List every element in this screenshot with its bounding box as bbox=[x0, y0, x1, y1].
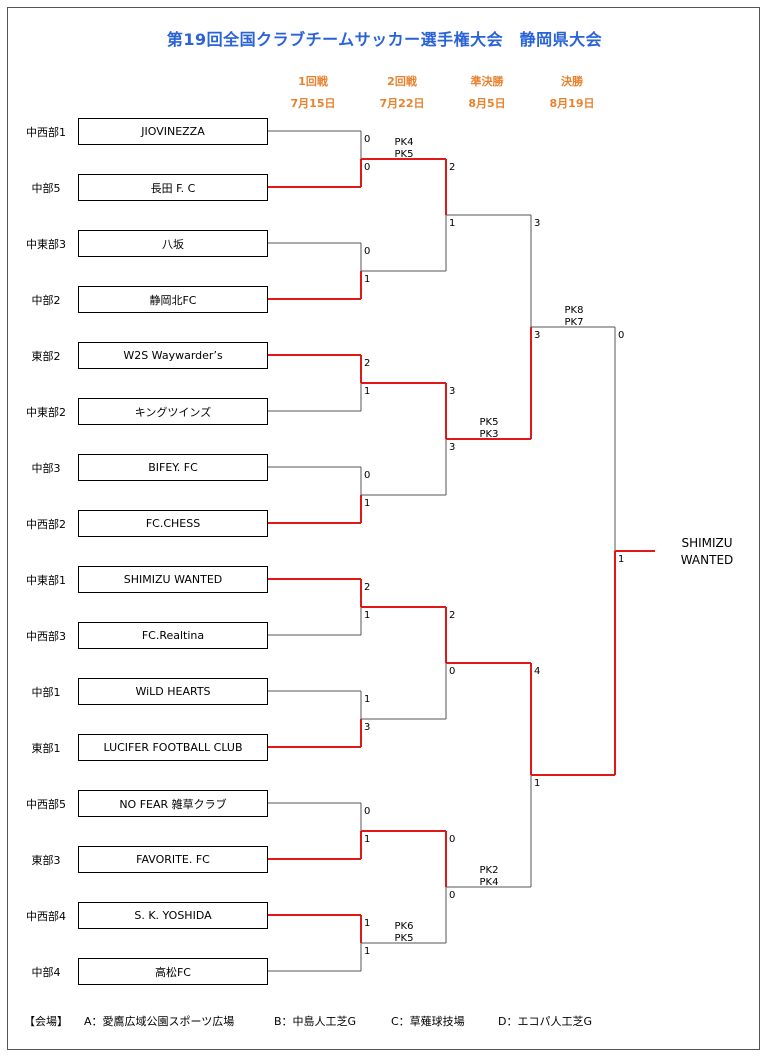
team-region-label: 中西部3 bbox=[26, 630, 66, 643]
team-name-box: FC.CHESS bbox=[78, 510, 268, 537]
team-name-box: キングツインズ bbox=[78, 398, 268, 425]
team-name-box: BIFEY. FC bbox=[78, 454, 268, 481]
team-name-box: SHIMIZU WANTED bbox=[78, 566, 268, 593]
team-name-box: 八坂 bbox=[78, 230, 268, 257]
round-2-name: 2回戦 bbox=[387, 75, 417, 88]
team-name-box: 高松FC bbox=[78, 958, 268, 985]
score-top: 3 bbox=[534, 218, 541, 229]
team-name-box: FC.Realtina bbox=[78, 622, 268, 649]
team-region-label: 中西部4 bbox=[26, 910, 66, 923]
round-semifinal-name: 準決勝 bbox=[470, 75, 504, 88]
team-region-label: 中東部3 bbox=[26, 238, 66, 251]
score-top: 2 bbox=[449, 162, 456, 173]
score-top: 3 bbox=[449, 386, 456, 397]
page-title: 第19回全国クラブチームサッカー選手権大会 静岡県大会 bbox=[166, 30, 603, 49]
team-region-label: 中西部2 bbox=[26, 518, 66, 531]
venue-b: B：中島人工芝G bbox=[274, 1015, 357, 1028]
pk-score-top: PK2 bbox=[479, 865, 499, 876]
team-name-box: 静岡北FC bbox=[78, 286, 268, 313]
team-region-label: 東部2 bbox=[31, 350, 61, 363]
round-1-name: 1回戦 bbox=[298, 75, 328, 88]
pk-score-bottom: PK3 bbox=[479, 429, 499, 440]
score-bottom: 1 bbox=[364, 498, 371, 509]
round-2-date: 7月22日 bbox=[379, 97, 425, 110]
score-top: 4 bbox=[534, 666, 541, 677]
venue-d: D：エコパ人工芝G bbox=[498, 1015, 592, 1028]
team-name-box: S. K. YOSHIDA bbox=[78, 902, 268, 929]
round-final-date: 8月19日 bbox=[549, 97, 595, 110]
score-bottom: 1 bbox=[364, 274, 371, 285]
venue-a: A：愛鷹広域公園スポーツ広場 bbox=[84, 1015, 235, 1028]
pk-score-top: PK8 bbox=[564, 305, 584, 316]
score-bottom: 1 bbox=[364, 834, 371, 845]
pk-score-bottom: PK5 bbox=[394, 933, 414, 944]
team-region-label: 中部2 bbox=[31, 294, 61, 307]
pk-score-top: PK4 bbox=[394, 137, 414, 148]
score-top: 0 bbox=[364, 806, 371, 817]
team-region-label: 東部3 bbox=[31, 854, 61, 867]
team-name-box: JIOVINEZZA bbox=[78, 118, 268, 145]
score-top: 0 bbox=[364, 470, 371, 481]
team-region-label: 中東部1 bbox=[26, 574, 66, 587]
pk-score-bottom: PK5 bbox=[394, 149, 414, 160]
team-name-box: W2S Waywarder’s bbox=[78, 342, 268, 369]
score-bottom: 3 bbox=[449, 442, 456, 453]
page-frame bbox=[7, 7, 760, 1050]
team-region-label: 中部5 bbox=[31, 182, 61, 195]
score-bottom: 0 bbox=[449, 890, 456, 901]
team-region-label: 中部3 bbox=[31, 462, 61, 475]
pk-score-bottom: PK7 bbox=[564, 317, 584, 328]
team-name-box: NO FEAR 雑草クラブ bbox=[78, 790, 268, 817]
score-bottom: 3 bbox=[364, 722, 371, 733]
team-name-box: FAVORITE. FC bbox=[78, 846, 268, 873]
score-top: 0 bbox=[449, 834, 456, 845]
score-top: 0 bbox=[364, 246, 371, 257]
team-region-label: 中西部1 bbox=[26, 126, 66, 139]
score-top: 2 bbox=[364, 358, 371, 369]
score-bottom: 0 bbox=[449, 666, 456, 677]
pk-score-bottom: PK4 bbox=[479, 877, 499, 888]
team-region-label: 中部4 bbox=[31, 966, 61, 979]
score-bottom: 1 bbox=[449, 218, 456, 229]
venue-label: 【会場】 bbox=[24, 1015, 68, 1028]
score-bottom: 1 bbox=[364, 946, 371, 957]
score-top: 0 bbox=[618, 330, 625, 341]
team-region-label: 中東部2 bbox=[26, 406, 66, 419]
team-name-box: 長田 F. C bbox=[78, 174, 268, 201]
team-name-box: WiLD HEARTS bbox=[78, 678, 268, 705]
pk-score-top: PK6 bbox=[394, 921, 414, 932]
pk-score-top: PK5 bbox=[479, 417, 499, 428]
round-1-date: 7月15日 bbox=[290, 97, 336, 110]
champion-line-1: SHIMIZU bbox=[681, 536, 733, 550]
score-bottom: 0 bbox=[364, 162, 371, 173]
team-region-label: 中西部5 bbox=[26, 798, 66, 811]
round-final-name: 決勝 bbox=[561, 75, 583, 88]
champion-label: SHIMIZU WANTED bbox=[662, 535, 752, 569]
score-top: 2 bbox=[449, 610, 456, 621]
team-region-label: 東部1 bbox=[31, 742, 61, 755]
score-bottom: 1 bbox=[364, 610, 371, 621]
round-semifinal-date: 8月5日 bbox=[468, 97, 506, 110]
score-top: 1 bbox=[364, 918, 371, 929]
score-bottom: 1 bbox=[364, 386, 371, 397]
score-top: 2 bbox=[364, 582, 371, 593]
team-name-box: LUCIFER FOOTBALL CLUB bbox=[78, 734, 268, 761]
score-bottom: 3 bbox=[534, 330, 541, 341]
score-bottom: 1 bbox=[534, 778, 541, 789]
champion-line-2: WANTED bbox=[680, 553, 734, 567]
team-region-label: 中部1 bbox=[31, 686, 61, 699]
score-top: 0 bbox=[364, 134, 371, 145]
venue-c: C：草薙球技場 bbox=[391, 1015, 465, 1028]
score-bottom: 1 bbox=[618, 554, 625, 565]
score-top: 1 bbox=[364, 694, 371, 705]
